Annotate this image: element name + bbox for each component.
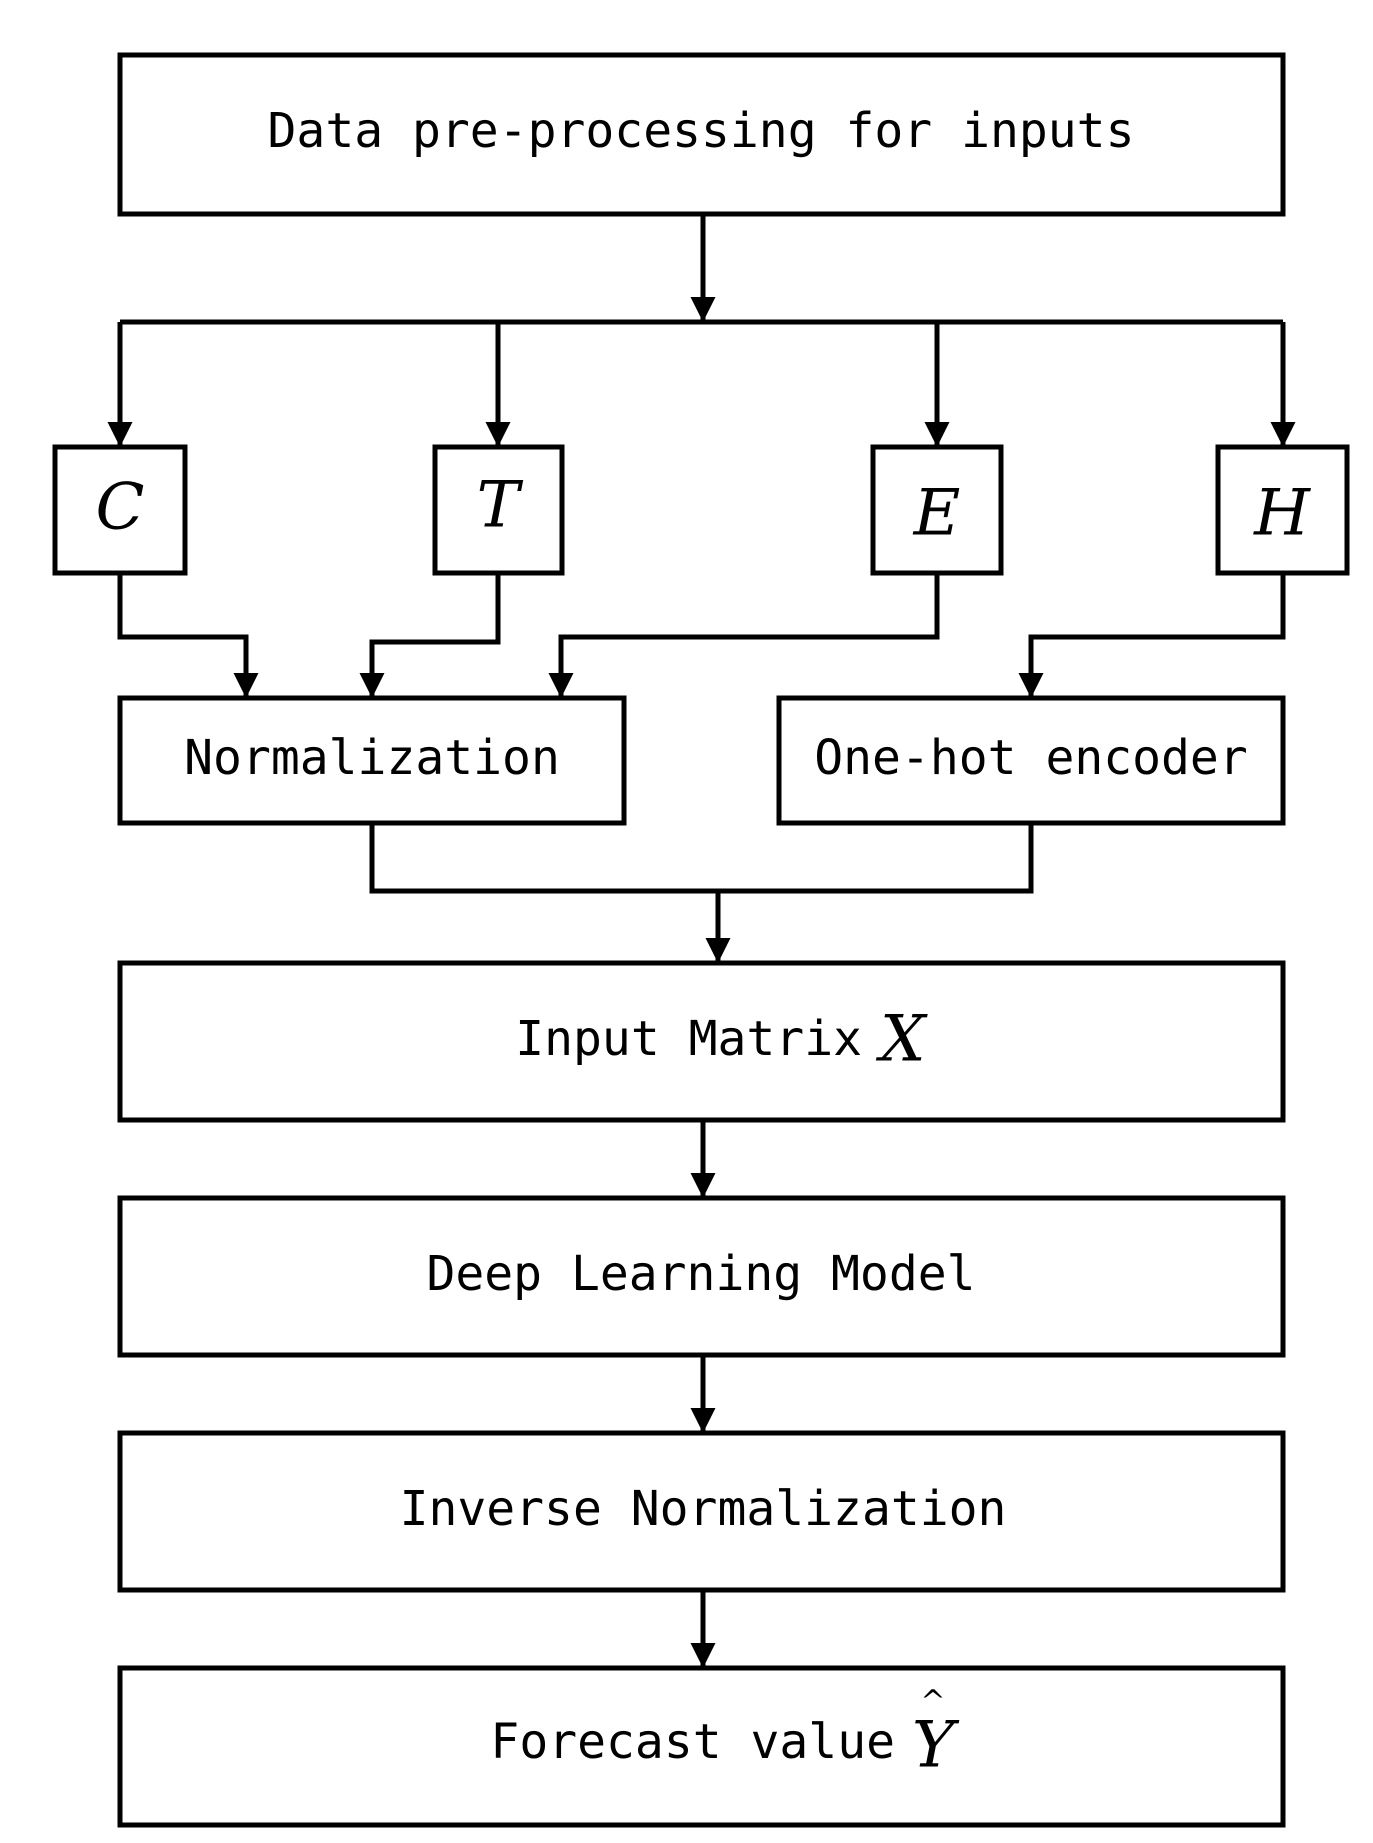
- normalization-label: Normalization: [184, 730, 560, 786]
- onehot-encoder-box: One-hot encoder: [776, 695, 1286, 826]
- c-box: C: [52, 444, 188, 576]
- input-matrix-symbol: X: [875, 1003, 928, 1077]
- arrow-e-to-normalization: [548, 573, 940, 698]
- normalization-box: Normalization: [117, 695, 627, 826]
- h-label: H: [1253, 477, 1311, 551]
- forecast-value-symbol: Y: [912, 1709, 960, 1783]
- t-box: T: [432, 444, 565, 576]
- deep-learning-model-label: Deep Learning Model: [426, 1246, 975, 1302]
- arrow-c-to-normalization: [117, 573, 259, 698]
- c-label: C: [96, 471, 145, 545]
- forecast-value-hat: ^: [920, 1684, 945, 1719]
- merge-line: [369, 823, 1034, 894]
- preprocessing-label: Data pre-processing for inputs: [268, 103, 1135, 159]
- e-box: E: [870, 444, 1004, 576]
- forecast-value-box: Forecast value Y ^: [117, 1665, 1286, 1828]
- arrow-h-to-onehot: [1018, 573, 1286, 698]
- preprocessing-box: Data pre-processing for inputs: [117, 52, 1286, 217]
- inverse-normalization-box: Inverse Normalization: [117, 1430, 1286, 1593]
- forecast-value-label: Forecast value: [490, 1714, 895, 1770]
- inverse-normalization-label: Inverse Normalization: [400, 1481, 1007, 1537]
- e-label: E: [913, 477, 961, 551]
- arrow-t-to-normalization: [359, 573, 501, 698]
- onehot-encoder-label: One-hot encoder: [814, 730, 1247, 786]
- input-matrix-box: Input Matrix X: [117, 960, 1286, 1123]
- connectors: [107, 214, 1296, 1668]
- h-box: H: [1215, 444, 1350, 576]
- t-label: T: [477, 469, 524, 543]
- deep-learning-model-box: Deep Learning Model: [117, 1195, 1286, 1358]
- input-matrix-label: Input Matrix: [515, 1011, 862, 1067]
